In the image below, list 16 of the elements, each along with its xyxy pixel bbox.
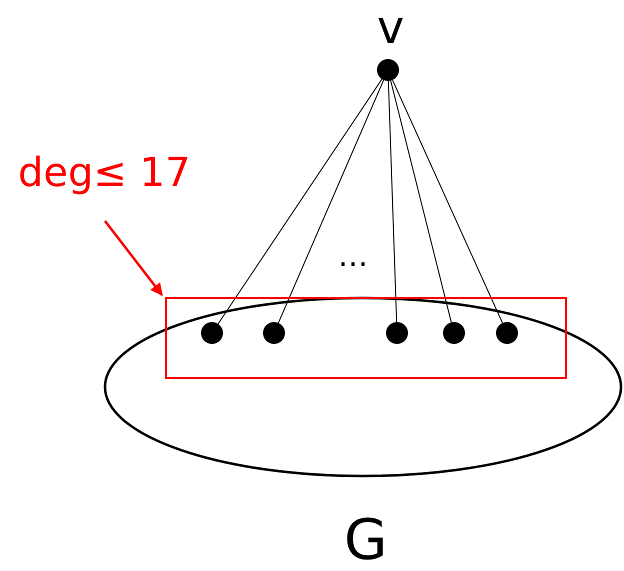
- vertex-dot: [443, 322, 465, 344]
- ellipsis-label: …: [338, 240, 368, 274]
- edge-line: [392, 80, 503, 324]
- edge-line: [390, 80, 452, 323]
- edge-line: [218, 78, 382, 324]
- edge-line: [388, 80, 398, 322]
- highlight-rectangle: [165, 297, 567, 379]
- degree-label: deg≤ 17: [18, 148, 191, 198]
- vertex-dot: [386, 322, 408, 344]
- arrow: [104, 220, 163, 296]
- vertex-dot: [263, 322, 285, 344]
- edge-line: [278, 80, 384, 324]
- vertex-dot: [201, 322, 223, 344]
- vertex-label: v: [377, 2, 404, 52]
- graph-label: G: [344, 511, 388, 571]
- vertex-dot: [496, 322, 518, 344]
